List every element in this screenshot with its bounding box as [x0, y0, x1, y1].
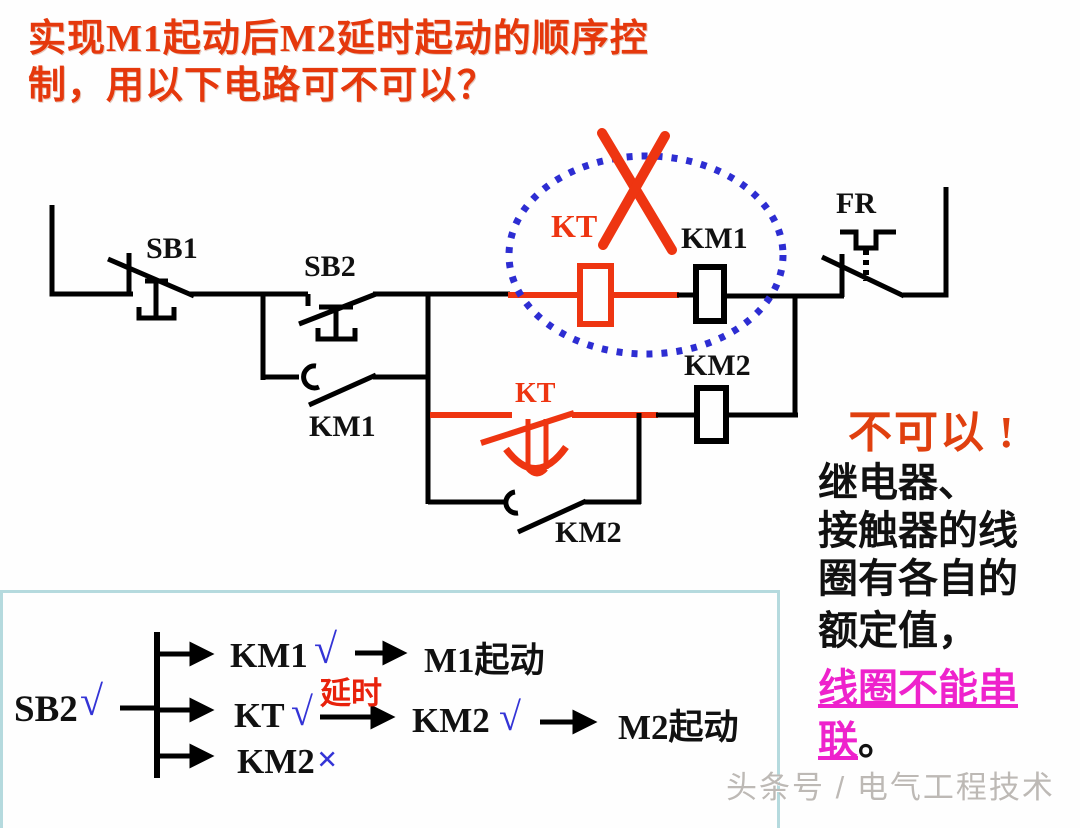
note-line4: 额定值， — [818, 608, 978, 653]
km2-coil-symbol — [656, 385, 798, 444]
sb1-label: SB1 — [146, 232, 198, 265]
flow-m2-start: M2起动 — [618, 708, 739, 747]
kt-coil-label: KT — [551, 208, 598, 244]
kt-km1-series-coils — [508, 263, 844, 327]
note-highlight-line2: 联。 — [818, 708, 898, 766]
verdict-text: 不可以 ! — [848, 408, 1016, 457]
summary-box — [0, 590, 780, 828]
slide-title: 实现M1起动后M2延时起动的顺序控 制，用以下电路可不可以？ — [28, 16, 649, 110]
slide-title-line2: 制，用以下电路可不可以？ — [28, 65, 497, 107]
note-period: 。 — [858, 718, 898, 763]
sb2-no-button-symbol — [298, 291, 510, 342]
note-highlight-line1: 线圈不能串 — [818, 666, 1018, 711]
flow-km2-fail: KM2 — [237, 742, 315, 781]
km2-coil-label: KM2 — [684, 349, 751, 382]
flow-delay-label: 延时 — [320, 676, 382, 711]
flow-km1: KM1 — [230, 636, 308, 675]
slide-title-line1: 实现M1起动后M2延时起动的顺序控 — [28, 18, 649, 60]
flow-arrows — [120, 632, 598, 778]
flow-sb2: SB2 — [14, 689, 78, 730]
kt-contact-label: KT — [515, 378, 556, 409]
sb1-nc-button-symbol — [107, 253, 308, 321]
fr-label: FR — [836, 187, 876, 220]
flow-km2-cross: × — [317, 739, 338, 779]
highlight-ellipse — [505, 152, 787, 358]
error-cross-icon — [597, 128, 677, 255]
km1-selfhold-contact-symbol — [260, 292, 431, 504]
sb2-label: SB2 — [304, 250, 356, 283]
watermark-text: 头条号 / 电气工程技术 — [726, 770, 1055, 805]
flow-sb2-check: √ — [80, 679, 104, 725]
fr-overload-contact-symbol — [820, 229, 906, 299]
flow-km2-check: √ — [499, 694, 521, 739]
km1-contact-label: KM1 — [309, 410, 376, 443]
note-line1: 继电器、 — [818, 460, 978, 505]
flow-kt-check: √ — [291, 689, 313, 734]
note-line2: 接触器的线 — [818, 508, 1018, 553]
note-line3: 圈有各自的 — [818, 556, 1018, 601]
km1-coil-label: KM1 — [681, 222, 748, 255]
flow-m1-start: M1起动 — [424, 641, 545, 680]
flow-km1-check: √ — [314, 627, 338, 673]
flow-km2: KM2 — [412, 701, 490, 740]
note-highlight-char: 联 — [818, 718, 858, 763]
flow-kt: KT — [234, 696, 285, 735]
circuit-diagram — [49, 128, 949, 778]
km2-contact-symbol — [428, 413, 642, 535]
km2-contact-label: KM2 — [555, 516, 622, 549]
power-rails — [49, 187, 949, 298]
kt-delay-contact-symbol — [430, 294, 798, 477]
